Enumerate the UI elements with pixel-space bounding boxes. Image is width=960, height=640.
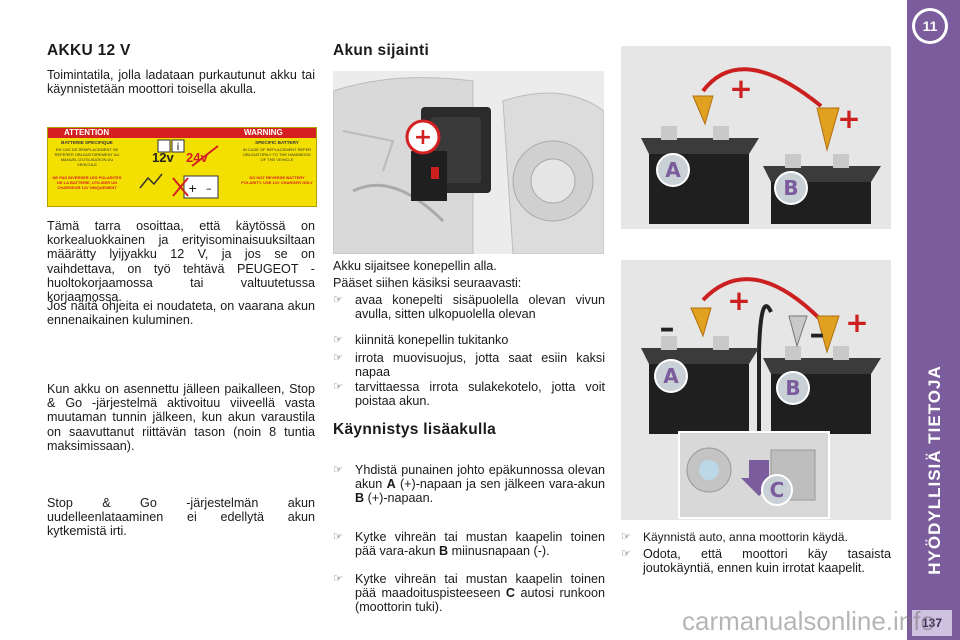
battery-a-label: A [665, 158, 681, 182]
battery-a: A [641, 126, 759, 224]
battery-location-title: Akun sijainti [333, 42, 430, 59]
pointing-hand-icon: ☞ [333, 381, 343, 393]
pointing-hand-icon: ☞ [333, 531, 343, 543]
label-warning: WARNING [244, 128, 283, 137]
battery-a: A [641, 336, 759, 434]
battery-a-label: A [663, 364, 679, 388]
label-en-head: SPECIFIC BATTERY [255, 140, 299, 145]
jump-start-title: Käynnistys lisäakulla [333, 421, 497, 438]
pointing-hand-icon: ☞ [333, 294, 343, 306]
intro-text: Toimintatila, jolla ladataan purkautunut… [47, 68, 315, 97]
clamp-icon [692, 95, 840, 152]
step-prop-rod: ☞ kiinnitä konepellin tukitanko [333, 333, 605, 349]
jump-step-black-cable: ☞ Kytke vihreän tai mustan kaapelin toin… [333, 530, 605, 574]
step-text: tarvittaessa irrota sulakekotelo, jotta … [355, 380, 605, 409]
final-step-text: Odota, että moottori käy tasaista joutok… [643, 547, 891, 576]
label-pictograms-icon: i + – [139, 139, 219, 199]
plus-sign-icon: + [727, 284, 750, 317]
pointing-hand-icon: ☞ [333, 464, 343, 476]
label-12v: 12v [152, 150, 174, 165]
jump-step-text: Kytke vihreän tai mustan kaapelin toinen… [355, 572, 605, 615]
positive-terminal-icon: + [414, 125, 432, 150]
minus-sign-icon: – [810, 317, 825, 352]
location-text: Akku sijaitsee konepellin alla. [333, 259, 497, 273]
label-fr-warn: NE PAS INVERSER LES POLARITES DE LA BATT… [52, 175, 122, 190]
label-explanation: Tämä tarra osoittaa, että käytössä on ko… [47, 219, 315, 305]
final-step-wait: ☞ Odota, että moottori käy tasaista jout… [621, 547, 891, 593]
final-step-start: ☞ Käynnistä auto, anna moottorin käydä. [621, 530, 891, 546]
svg-text:+: + [188, 182, 197, 195]
battery-b-label: B [783, 176, 798, 200]
jump-step-red-cable: ☞ Yhdistä punainen johto epäkunnossa ole… [333, 463, 605, 509]
chapter-number: 11 [915, 11, 945, 41]
label-fr-body: EN CAS DE REMPLACEMENT SE REFERER OBLIGA… [54, 147, 120, 167]
jump-cable-positive-diagram: A B + + [621, 46, 891, 229]
pointing-hand-icon: ☞ [621, 548, 631, 560]
step-remove-cover: ☞ irrota muovisuojus, jotta saat esiin k… [333, 351, 605, 381]
pointing-hand-icon: ☞ [333, 352, 343, 364]
plus-sign-icon: + [729, 72, 752, 105]
step-fuse-box: ☞ tarvittaessa irrota sulakekotelo, jott… [333, 380, 605, 410]
recharge-paragraph: Stop & Go -järjestelmän akun uudelleenla… [47, 496, 315, 539]
battery-b-label: B [785, 376, 800, 400]
stop-go-paragraph: Kun akku on asennettu jälleen paikalleen… [47, 382, 315, 453]
label-24v: 24v [186, 150, 208, 165]
label-en-warn: DO NOT REVERSE BATTERY POLARITY, USE 12V… [241, 175, 313, 185]
step-text: kiinnitä konepellin tukitanko [355, 333, 509, 347]
jump-step-ground: ☞ Kytke vihreän tai mustan kaapelin toin… [333, 572, 605, 616]
warning-paragraph: Jos näitä ohjeita ei noudateta, on vaara… [47, 299, 315, 328]
jump-cable-ground-diagram: A B + + – – C [621, 260, 891, 520]
plus-sign-icon: + [845, 306, 868, 339]
ground-point-c-label: C [770, 478, 785, 502]
minus-sign-icon: – [660, 311, 675, 346]
section-vertical-title: HYÖDYLLISIÄ TIETOJA [925, 365, 944, 575]
page-number: 137 [912, 610, 952, 636]
chapter-sidebar [907, 0, 960, 640]
step-text: avaa konepelti sisäpuolella olevan vivun… [355, 293, 605, 322]
pointing-hand-icon: ☞ [333, 573, 343, 585]
watermark-text: carmanualsonline.info [682, 606, 935, 636]
engine-bay-illustration: + [333, 71, 604, 254]
chapter-badge: 11 [912, 8, 948, 44]
clamp-icon [690, 307, 840, 354]
battery-b: B [763, 154, 881, 224]
jump-step-text: Yhdistä punainen johto epäkunnossa oleva… [355, 463, 605, 506]
pointing-hand-icon: ☞ [621, 531, 631, 543]
label-en-body: IN CASE OF REPLACEMENT REFER OBLIGATORIL… [242, 147, 312, 162]
battery-b: B [763, 346, 881, 434]
label-fr-head: BATTERIE SPECIFIQUE [61, 140, 113, 145]
label-attention: ATTENTION [64, 128, 110, 137]
svg-text:–: – [206, 182, 212, 195]
plus-sign-icon: + [837, 102, 860, 135]
ground-point-inset: C [678, 431, 830, 519]
battery-warning-label: ATTENTION WARNING BATTERIE SPECIFIQUE EN… [47, 127, 317, 207]
step-open-hood: ☞ avaa konepelti sisäpuolella olevan viv… [333, 293, 605, 338]
jump-step-text: Kytke vihreän tai mustan kaapelin toinen… [355, 530, 605, 559]
final-step-text: Käynnistä auto, anna moottorin käydä. [643, 530, 848, 544]
step-text: irrota muovisuojus, jotta saat esiin kak… [355, 351, 605, 380]
svg-text:i: i [177, 142, 180, 153]
pointing-hand-icon: ☞ [333, 334, 343, 346]
battery-section-title: AKKU 12 V [47, 42, 131, 59]
access-text: Pääset siihen käsiksi seuraavasti: [333, 276, 522, 290]
label-header-bar [48, 128, 316, 138]
